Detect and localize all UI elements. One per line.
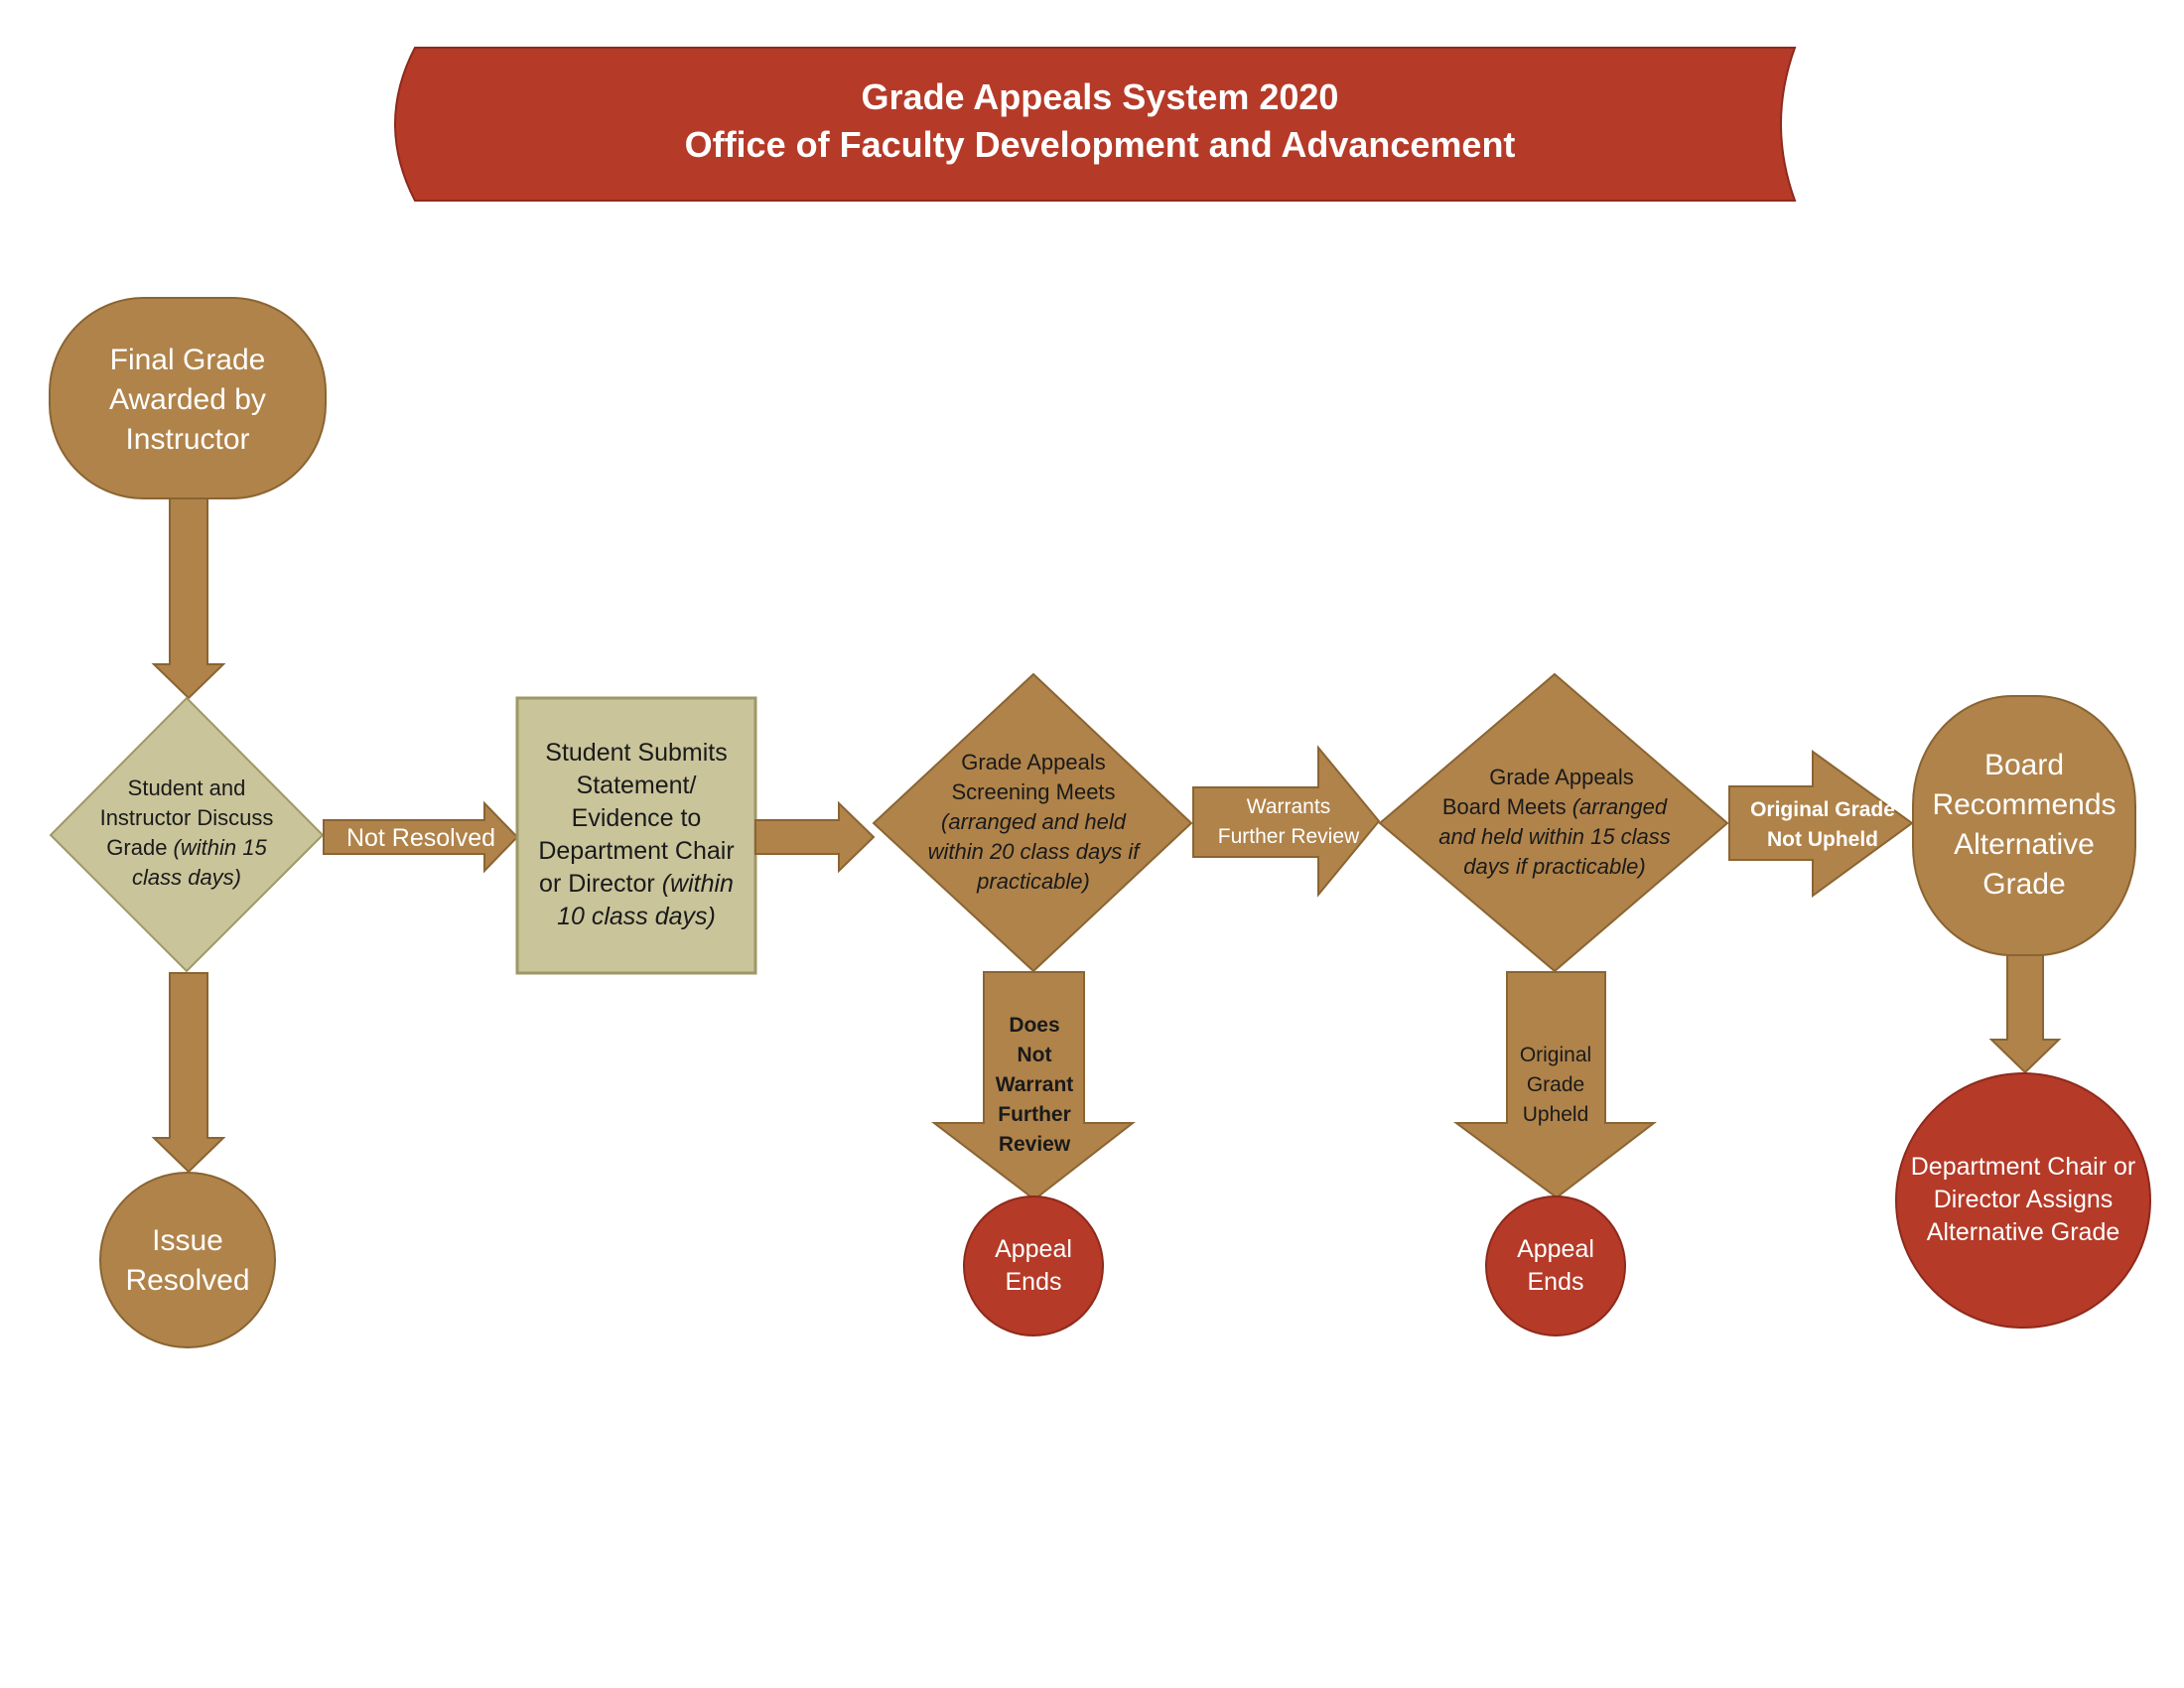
- node-board-appeal-ends: Appeal Ends: [1485, 1196, 1626, 1336]
- node-issue-resolved-line2: Resolved: [125, 1264, 249, 1297]
- node-screening-line4: within 20 class days if: [928, 839, 1143, 864]
- arrow-warrants-further-review: Warrants Further Review: [1192, 745, 1381, 898]
- arrow-not-upheld-line2: Not Upheld: [1767, 828, 1878, 851]
- arrow-upheld-line2: Grade: [1527, 1073, 1584, 1096]
- node-screening-line1: Grade Appeals: [961, 750, 1106, 774]
- arrow-dnw-line4: Further: [998, 1103, 1071, 1126]
- arrow-dnw-line5: Review: [999, 1133, 1071, 1156]
- node-recommends-line1: Board: [1984, 749, 2064, 781]
- node-screening-appeal-ends: Appeal Ends: [963, 1196, 1104, 1336]
- node-submits-line1: Student Submits: [545, 739, 727, 767]
- node-assigns-line2: Director Assigns: [1934, 1186, 2114, 1213]
- node-recommends-line4: Grade: [1982, 868, 2065, 901]
- node-student-submits: Student Submits Statement/ Evidence to D…: [515, 696, 757, 975]
- node-final-grade: Final Grade Awarded by Instructor: [49, 297, 327, 499]
- node-final-grade-line1: Final Grade: [110, 344, 266, 376]
- node-board-diamond: Grade Appeals Board Meets (arranged and …: [1378, 672, 1729, 973]
- node-discuss-diamond: Student and Instructor Discuss Grade (wi…: [49, 696, 325, 973]
- arrow-start-to-discuss: [151, 497, 226, 700]
- node-submits-line2: Statement/: [577, 772, 697, 799]
- node-board-end-line2: Ends: [1528, 1268, 1584, 1296]
- arrow-not-upheld-line1: Original Grade: [1750, 798, 1895, 821]
- node-board-end-line1: Appeal: [1517, 1235, 1594, 1263]
- arrow-upheld-line1: Original: [1520, 1044, 1591, 1066]
- arrow-dnw-line3: Warrant: [996, 1073, 1074, 1096]
- arrow-not-resolved: Not Resolved: [323, 800, 519, 874]
- banner-title: Grade Appeals System 2020: [862, 76, 1339, 117]
- node-issue-resolved-line1: Issue: [152, 1224, 223, 1257]
- arrow-original-grade-not-upheld: Original Grade Not Upheld: [1728, 750, 1914, 898]
- node-board-line2: Board Meets (arranged: [1442, 794, 1668, 819]
- arrow-submits-to-screening: [754, 800, 876, 874]
- node-discuss-line1: Student and: [128, 775, 246, 800]
- node-board-line3: and held within 15 class: [1438, 824, 1671, 849]
- arrow-does-not-warrant: Does Not Warrant Further Review: [931, 971, 1136, 1201]
- node-submits-line5: or Director (within: [539, 870, 734, 898]
- node-assigns-line3: Alternative Grade: [1927, 1218, 2120, 1246]
- node-chair-assigns: Department Chair or Director Assigns Alt…: [1895, 1072, 2151, 1329]
- arrow-upheld-line3: Upheld: [1523, 1103, 1589, 1126]
- title-banner: Grade Appeals System 2020 Office of Facu…: [394, 47, 1797, 202]
- node-discuss-line2: Instructor Discuss: [100, 805, 274, 830]
- node-submits-line6: 10 class days): [557, 903, 716, 930]
- node-board-line4: days if practicable): [1463, 854, 1645, 879]
- arrow-dnw-line2: Not: [1018, 1044, 1052, 1066]
- node-submits-line3: Evidence to: [572, 804, 702, 832]
- node-discuss-line4: class days): [132, 865, 241, 890]
- arrow-recommend-to-assign: [1988, 953, 2062, 1074]
- node-board-line1: Grade Appeals: [1489, 765, 1634, 789]
- node-final-grade-line3: Instructor: [125, 423, 249, 456]
- node-screening-end-line1: Appeal: [995, 1235, 1072, 1263]
- arrow-discuss-to-resolved: [151, 972, 226, 1174]
- node-screening-line5: practicable): [976, 869, 1090, 894]
- node-issue-resolved: Issue Resolved: [99, 1172, 276, 1348]
- node-recommends-line3: Alternative: [1954, 828, 2095, 861]
- node-final-grade-line2: Awarded by: [109, 383, 266, 416]
- arrow-warrants-line2: Further Review: [1218, 825, 1360, 848]
- arrow-warrants-line1: Warrants: [1247, 795, 1330, 818]
- node-discuss-line3: Grade (within 15: [106, 835, 267, 860]
- node-screening-diamond: Grade Appeals Screening Meets (arranged …: [872, 672, 1193, 973]
- node-submits-line4: Department Chair: [538, 837, 734, 865]
- node-board-recommends: Board Recommends Alternative Grade: [1912, 695, 2136, 956]
- node-assigns-line1: Department Chair or: [1911, 1153, 2135, 1181]
- node-recommends-line2: Recommends: [1932, 788, 2116, 821]
- node-screening-end-line2: Ends: [1006, 1268, 1062, 1296]
- node-screening-line2: Screening Meets: [951, 779, 1115, 804]
- banner-subtitle: Office of Faculty Development and Advanc…: [685, 124, 1516, 165]
- node-screening-line3: (arranged and held: [941, 809, 1127, 834]
- arrow-original-grade-upheld: Original Grade Upheld: [1452, 971, 1657, 1199]
- arrow-dnw-line1: Does: [1009, 1014, 1059, 1037]
- arrow-not-resolved-label: Not Resolved: [346, 824, 495, 852]
